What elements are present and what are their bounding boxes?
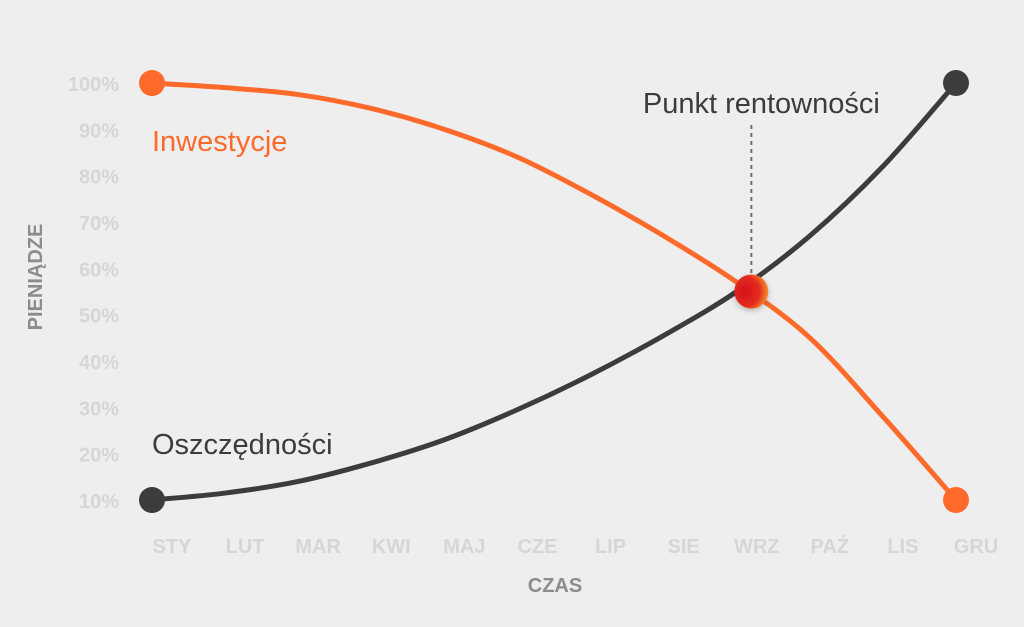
y-tick-label: 70%	[79, 213, 119, 235]
x-tick-label: STY	[153, 536, 193, 558]
y-tick-label: 10%	[79, 491, 119, 513]
x-tick-label: MAJ	[443, 536, 485, 558]
y-axis-title: PIENIĄDZE	[25, 224, 47, 331]
x-tick-label: CZE	[517, 536, 557, 558]
series-line-1	[149, 80, 959, 503]
series-label-inwestycje: Inwestycje	[152, 126, 287, 158]
y-tick-label: 20%	[79, 445, 119, 467]
series-endpoint-0	[139, 70, 165, 96]
y-tick-label: 50%	[79, 306, 119, 328]
x-tick-label: WRZ	[734, 536, 780, 558]
y-tick-label: 40%	[79, 352, 119, 374]
y-tick-label: 80%	[79, 167, 119, 189]
x-tick-label: LUT	[226, 536, 265, 558]
y-tick-label: 90%	[79, 120, 119, 142]
x-tick-label: KWI	[372, 536, 411, 558]
x-tick-label: SIE	[668, 536, 700, 558]
series-label-oszczednosci: Oszczędności	[152, 429, 333, 461]
x-tick-label: PAŹ	[811, 535, 850, 558]
x-axis-title: CZAS	[528, 575, 582, 597]
y-tick-label: 30%	[79, 398, 119, 420]
series-endpoint-1	[139, 487, 165, 513]
break-even-label: Punkt rentowności	[643, 88, 880, 120]
series-endpoint-1	[943, 70, 969, 96]
break-even-point	[734, 274, 769, 309]
series-line-0	[149, 80, 959, 503]
x-tick-label: LIP	[595, 536, 626, 558]
y-tick-label: 100%	[68, 74, 119, 96]
y-axis-ticks: 10% 20% 30% 40% 50% 60% 70% 80% 90% 100%	[68, 74, 119, 513]
x-tick-label: LIS	[887, 536, 918, 558]
x-axis-ticks: STY LUT MAR KWI MAJ CZE LIP SIE WRZ PAŹ LIS GRU	[153, 535, 999, 558]
series-endpoint-0	[943, 487, 969, 513]
y-tick-label: 60%	[79, 259, 119, 281]
x-tick-label: MAR	[295, 536, 341, 558]
x-tick-label: GRU	[954, 536, 998, 558]
series-layer	[139, 70, 969, 513]
